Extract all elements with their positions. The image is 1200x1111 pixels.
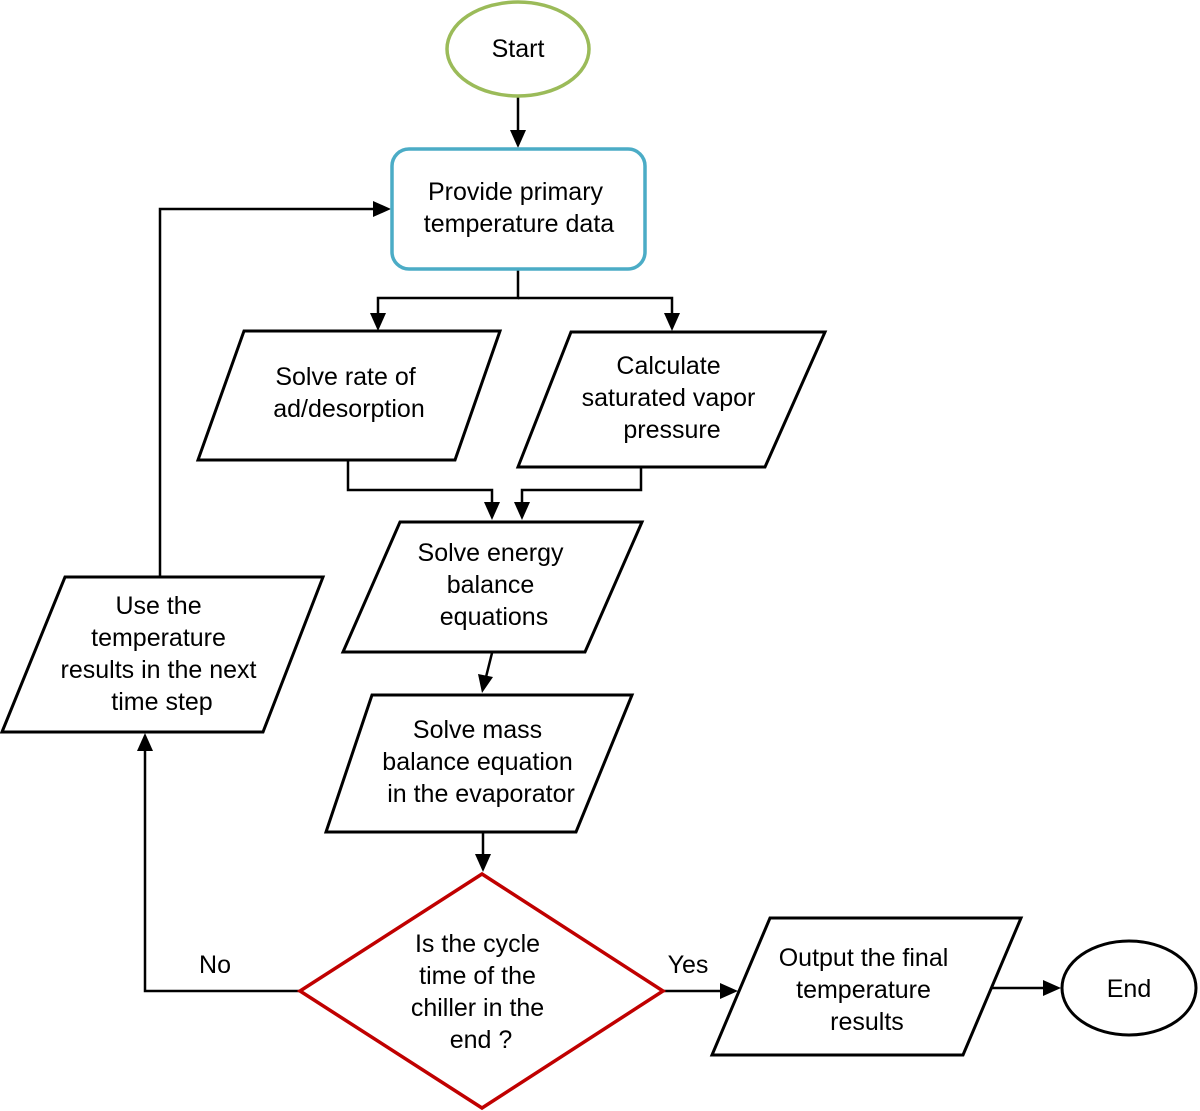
edge-use-temp-to-provide (158, 201, 391, 577)
decision-shape (296, 871, 667, 1111)
energy-balance-shape (340, 520, 645, 654)
decision-node: Is the cycle time of the chiller in the … (296, 871, 667, 1111)
start-node: Start (445, 0, 591, 98)
edge-mass-to-decision (475, 833, 491, 872)
edge-start-to-provide (510, 97, 526, 148)
use-temperature-node: Use the temperature results in the next … (0, 575, 326, 734)
edge-decision-to-use-temp (137, 733, 300, 993)
edge-solve-rate-to-energy (346, 460, 500, 520)
output-results-label: Output the final temperature results (779, 944, 956, 1036)
edge-provide-to-calc-vapor (518, 296, 680, 331)
edge-energy-to-mass (478, 652, 494, 693)
edge-label-yes: Yes (668, 951, 709, 979)
provide-data-node: Provide primary temperature data (390, 147, 647, 271)
solve-rate-node: Solve rate of ad/desorption (195, 329, 503, 462)
calc-vapor-label: Calculate saturated vapor pressure (582, 352, 763, 444)
end-node: End (1060, 939, 1198, 1037)
output-results-shape (709, 916, 1024, 1057)
edge-provide-to-solve-rate (370, 270, 520, 331)
edges (137, 97, 1061, 999)
edge-calc-vapor-to-energy (514, 468, 643, 520)
calc-vapor-shape (515, 330, 828, 469)
start-shape (445, 0, 591, 98)
mass-balance-shape (323, 693, 635, 834)
decision-label: Is the cycle time of the chiller in the … (411, 930, 551, 1054)
output-results-node: Output the final temperature results (709, 916, 1024, 1057)
provide-data-shape (390, 147, 647, 271)
calc-vapor-node: Calculate saturated vapor pressure (515, 330, 828, 469)
edge-decision-to-output (662, 983, 738, 999)
solve-rate-label: Solve rate of ad/desorption (273, 363, 425, 423)
start-label: Start (492, 35, 545, 63)
end-shape (1060, 939, 1198, 1037)
provide-data-label: Provide primary temperature data (424, 178, 614, 238)
use-temperature-shape (0, 575, 326, 734)
edge-label-no: No (199, 951, 231, 979)
energy-balance-label: Solve energy balance equations (418, 539, 571, 631)
solve-rate-shape (195, 329, 503, 462)
energy-balance-node: Solve energy balance equations (340, 520, 645, 654)
use-temperature-label: Use the temperature results in the next … (61, 592, 264, 716)
end-label: End (1107, 975, 1151, 1003)
mass-balance-node: Solve mass balance equation in the evapo… (323, 693, 635, 834)
mass-balance-label: Solve mass balance equation in the evapo… (382, 716, 579, 808)
edge-output-to-end (988, 980, 1061, 996)
